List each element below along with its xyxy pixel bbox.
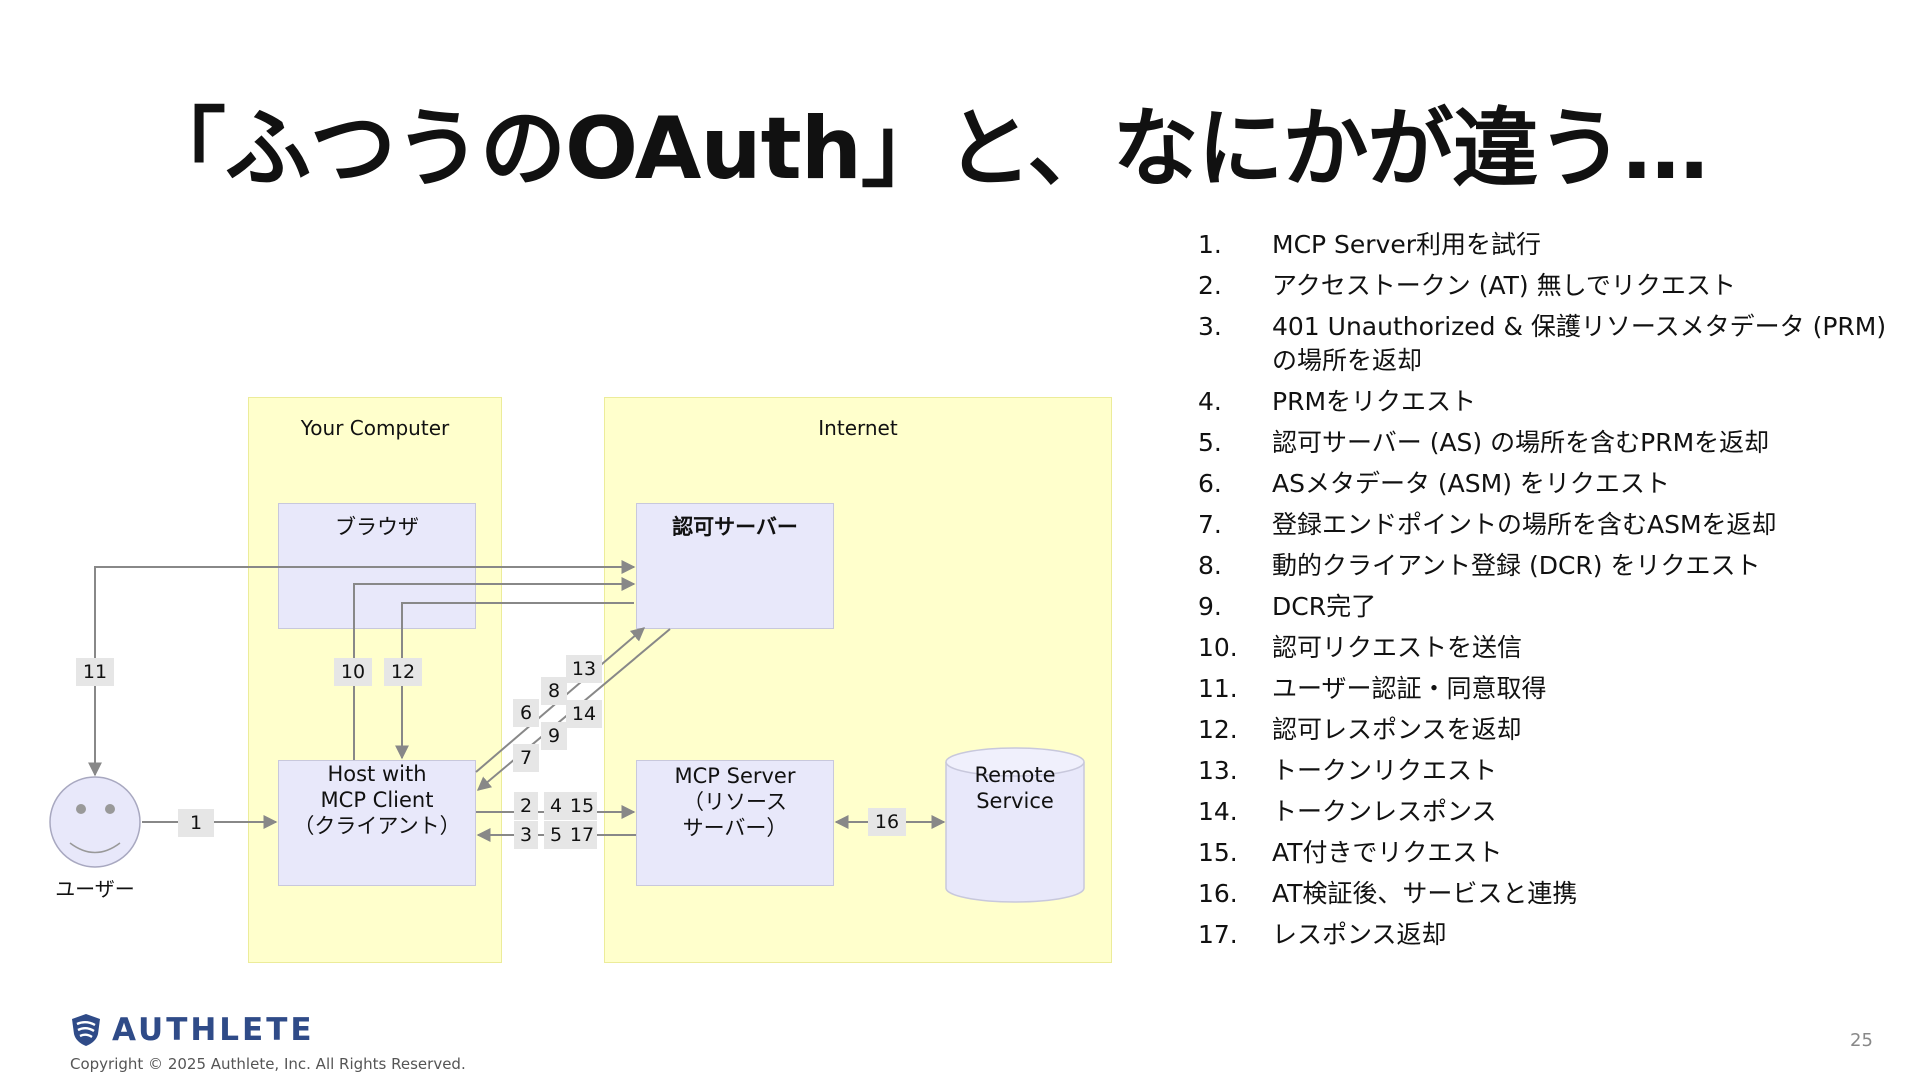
step-num: 1. xyxy=(1198,230,1222,259)
step-item: 17. レスポンス返却 xyxy=(1198,918,1898,952)
your-computer-label: Your Computer xyxy=(300,416,450,440)
step-text: PRMをリクエスト xyxy=(1272,387,1477,416)
step-text: トークンリクエスト xyxy=(1272,756,1498,785)
arrow-label-4: 4 xyxy=(544,792,568,820)
arrow-label-13: 13 xyxy=(566,655,602,683)
page-number: 25 xyxy=(1850,1030,1873,1051)
step-text: 認可サーバー (AS) の場所を含むPRMを返却 xyxy=(1272,428,1770,457)
arrow-label-5: 5 xyxy=(544,821,568,849)
step-text: 認可リクエストを送信 xyxy=(1272,633,1523,662)
step-text: MCP Server利用を試行 xyxy=(1272,230,1542,259)
step-num: 14. xyxy=(1198,797,1238,826)
step-num: 13. xyxy=(1198,756,1238,785)
step-num: 5. xyxy=(1198,428,1222,457)
step-text: DCR完了 xyxy=(1272,592,1377,621)
step-item: 4. PRMをリクエスト xyxy=(1198,385,1898,419)
arrow-10 xyxy=(353,577,636,760)
step-item: 3. 401 Unauthorized & 保護リソースメタデータ (PRM) の… xyxy=(1198,310,1898,378)
step-text: AT検証後、サービスと連携 xyxy=(1272,879,1578,908)
remote-service-cylinder xyxy=(945,747,1085,903)
step-item: 9. DCR完了 xyxy=(1198,590,1898,624)
step-num: 4. xyxy=(1198,387,1222,416)
copyright: Copyright © 2025 Authlete, Inc. All Righ… xyxy=(70,1055,466,1073)
logo-text: AUTHLETE xyxy=(112,1012,315,1048)
arrow-label-15: 15 xyxy=(567,792,597,820)
step-text: 認可レスポンスを返却 xyxy=(1272,715,1522,744)
step-num: 17. xyxy=(1198,920,1238,949)
auth-server-label: 認可サーバー xyxy=(672,515,798,539)
arrow-label-12: 12 xyxy=(384,658,422,686)
step-text: ユーザー認証・同意取得 xyxy=(1272,674,1547,703)
step-item: 8. 動的クライアント登録 (DCR) をリクエスト xyxy=(1198,549,1898,583)
smiley-face-icon xyxy=(49,776,141,868)
step-item: 12. 認可レスポンスを返却 xyxy=(1198,713,1898,747)
authlete-shield-icon xyxy=(72,1014,100,1046)
arrow-label-10: 10 xyxy=(334,658,372,686)
step-text: レスポンス返却 xyxy=(1272,920,1447,949)
step-num: 7. xyxy=(1198,510,1222,539)
arrow-label-3: 3 xyxy=(514,821,538,849)
step-item: 11. ユーザー認証・同意取得 xyxy=(1198,672,1898,706)
auth-server-node: 認可サーバー xyxy=(636,503,834,629)
step-text: 401 Unauthorized & 保護リソースメタデータ (PRM) の場所… xyxy=(1272,312,1887,375)
step-text: 登録エンドポイントの場所を含むASMを返却 xyxy=(1272,510,1777,539)
arrow-label-6: 6 xyxy=(513,699,539,727)
step-item: 10. 認可リクエストを送信 xyxy=(1198,631,1898,665)
step-item: 2. アクセストークン (AT) 無しでリクエスト xyxy=(1198,269,1898,303)
mcp-server-node: MCP Server （リソース サーバー） xyxy=(636,760,834,886)
step-item: 1. MCP Server利用を試行 xyxy=(1198,228,1898,262)
step-text: 動的クライアント登録 (DCR) をリクエスト xyxy=(1272,551,1761,580)
arrow-label-11: 11 xyxy=(76,658,114,686)
step-item: 16. AT検証後、サービスと連携 xyxy=(1198,877,1898,911)
authlete-logo: AUTHLETE xyxy=(68,1012,315,1048)
step-num: 16. xyxy=(1198,879,1238,908)
step-text: ASメタデータ (ASM) をリクエスト xyxy=(1272,469,1670,498)
step-num: 2. xyxy=(1198,271,1222,300)
step-num: 8. xyxy=(1198,551,1222,580)
arrow-label-9: 9 xyxy=(541,722,567,750)
internet-label: Internet xyxy=(818,416,898,440)
step-text: アクセストークン (AT) 無しでリクエスト xyxy=(1272,271,1736,300)
step-num: 9. xyxy=(1198,592,1222,621)
step-num: 15. xyxy=(1198,838,1238,867)
step-item: 14. トークンレスポンス xyxy=(1198,795,1898,829)
arrow-label-1: 1 xyxy=(178,809,214,837)
step-num: 11. xyxy=(1198,674,1238,703)
step-num: 10. xyxy=(1198,633,1238,662)
step-item: 13. トークンリクエスト xyxy=(1198,754,1898,788)
slide-title: 「ふつうのOAuth」と、なにかが違う… xyxy=(140,99,1708,199)
step-item: 5. 認可サーバー (AS) の場所を含むPRMを返却 xyxy=(1198,426,1898,460)
step-num: 3. xyxy=(1198,312,1222,341)
arrow-label-16: 16 xyxy=(868,808,906,836)
browser-label: ブラウザ xyxy=(335,515,419,539)
step-item: 7. 登録エンドポイントの場所を含むASMを返却 xyxy=(1198,508,1898,542)
step-text: AT付きでリクエスト xyxy=(1272,838,1503,867)
arrow-12 xyxy=(395,602,634,760)
step-item: 15. AT付きでリクエスト xyxy=(1198,836,1898,870)
arrow-label-2: 2 xyxy=(514,792,538,820)
user-label: ユーザー xyxy=(55,877,135,901)
step-text: トークンレスポンス xyxy=(1272,797,1497,826)
arrow-label-14: 14 xyxy=(566,700,602,728)
mcp-server-label: MCP Server （リソース サーバー） xyxy=(674,764,796,840)
remote-service-label: Remote Service xyxy=(974,763,1056,813)
step-num: 6. xyxy=(1198,469,1222,498)
arrow-label-17: 17 xyxy=(567,821,597,849)
arrow-label-8: 8 xyxy=(541,677,567,705)
arrow-11 xyxy=(88,560,636,777)
step-num: 12. xyxy=(1198,715,1238,744)
arrow-label-7: 7 xyxy=(513,744,539,772)
step-item: 6. ASメタデータ (ASM) をリクエスト xyxy=(1198,467,1898,501)
steps-list: 1. MCP Server利用を試行 2. アクセストークン (AT) 無しでリクエ… xyxy=(1198,228,1898,959)
